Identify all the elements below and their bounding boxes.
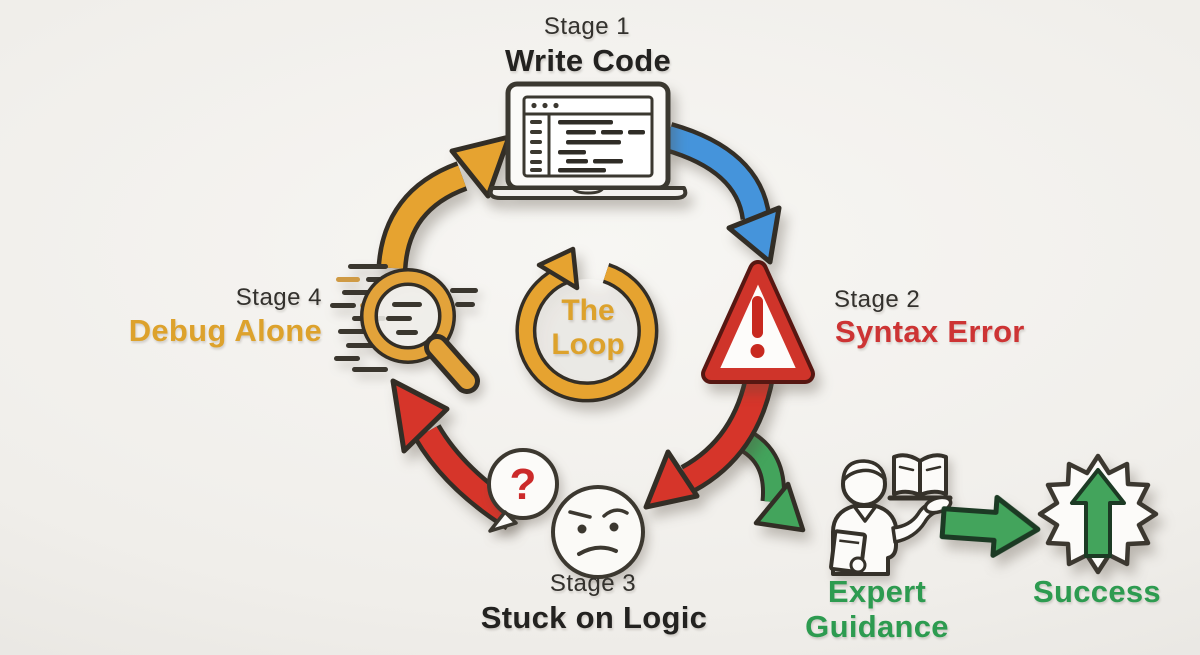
stage3-title: Stuck on Logic bbox=[480, 600, 708, 635]
confused-face-icon bbox=[551, 485, 645, 579]
stage4-label: Stage 4 bbox=[235, 284, 322, 311]
mentor-with-book-icon bbox=[829, 453, 953, 576]
arrow-branch-to-expert-icon bbox=[730, 424, 806, 533]
stage4-title: Debug Alone bbox=[128, 313, 322, 348]
laptop-code-icon bbox=[488, 81, 688, 200]
stage2-label: Stage 2 bbox=[834, 286, 921, 313]
warning-triangle-icon bbox=[701, 260, 815, 384]
magnifier-code-icon bbox=[330, 264, 480, 394]
stage1-label: Stage 1 bbox=[543, 13, 631, 40]
loop-label-line2: Loop bbox=[551, 328, 625, 361]
success-label: Success bbox=[1033, 574, 1161, 609]
arrow-stage4-to-stage1-icon bbox=[376, 134, 512, 270]
expert-label-line1: Expert bbox=[827, 574, 927, 609]
question-bubble-icon: ? bbox=[487, 448, 559, 533]
stage1-title: Write Code bbox=[504, 43, 672, 78]
question-mark: ? bbox=[510, 460, 537, 509]
arrow-expert-to-success-icon bbox=[939, 494, 1041, 558]
arrow-stage2-to-stage3-icon bbox=[643, 370, 776, 510]
starburst-up-arrow-icon bbox=[1037, 453, 1159, 575]
loop-label-line1: The bbox=[561, 294, 615, 327]
stage2-title: Syntax Error bbox=[835, 314, 1025, 349]
arrow-stage1-to-stage2-icon bbox=[663, 122, 782, 265]
expert-label-line2: Guidance bbox=[805, 609, 949, 644]
stage3-label: Stage 3 bbox=[549, 570, 637, 597]
loop-ring-icon bbox=[515, 246, 659, 403]
